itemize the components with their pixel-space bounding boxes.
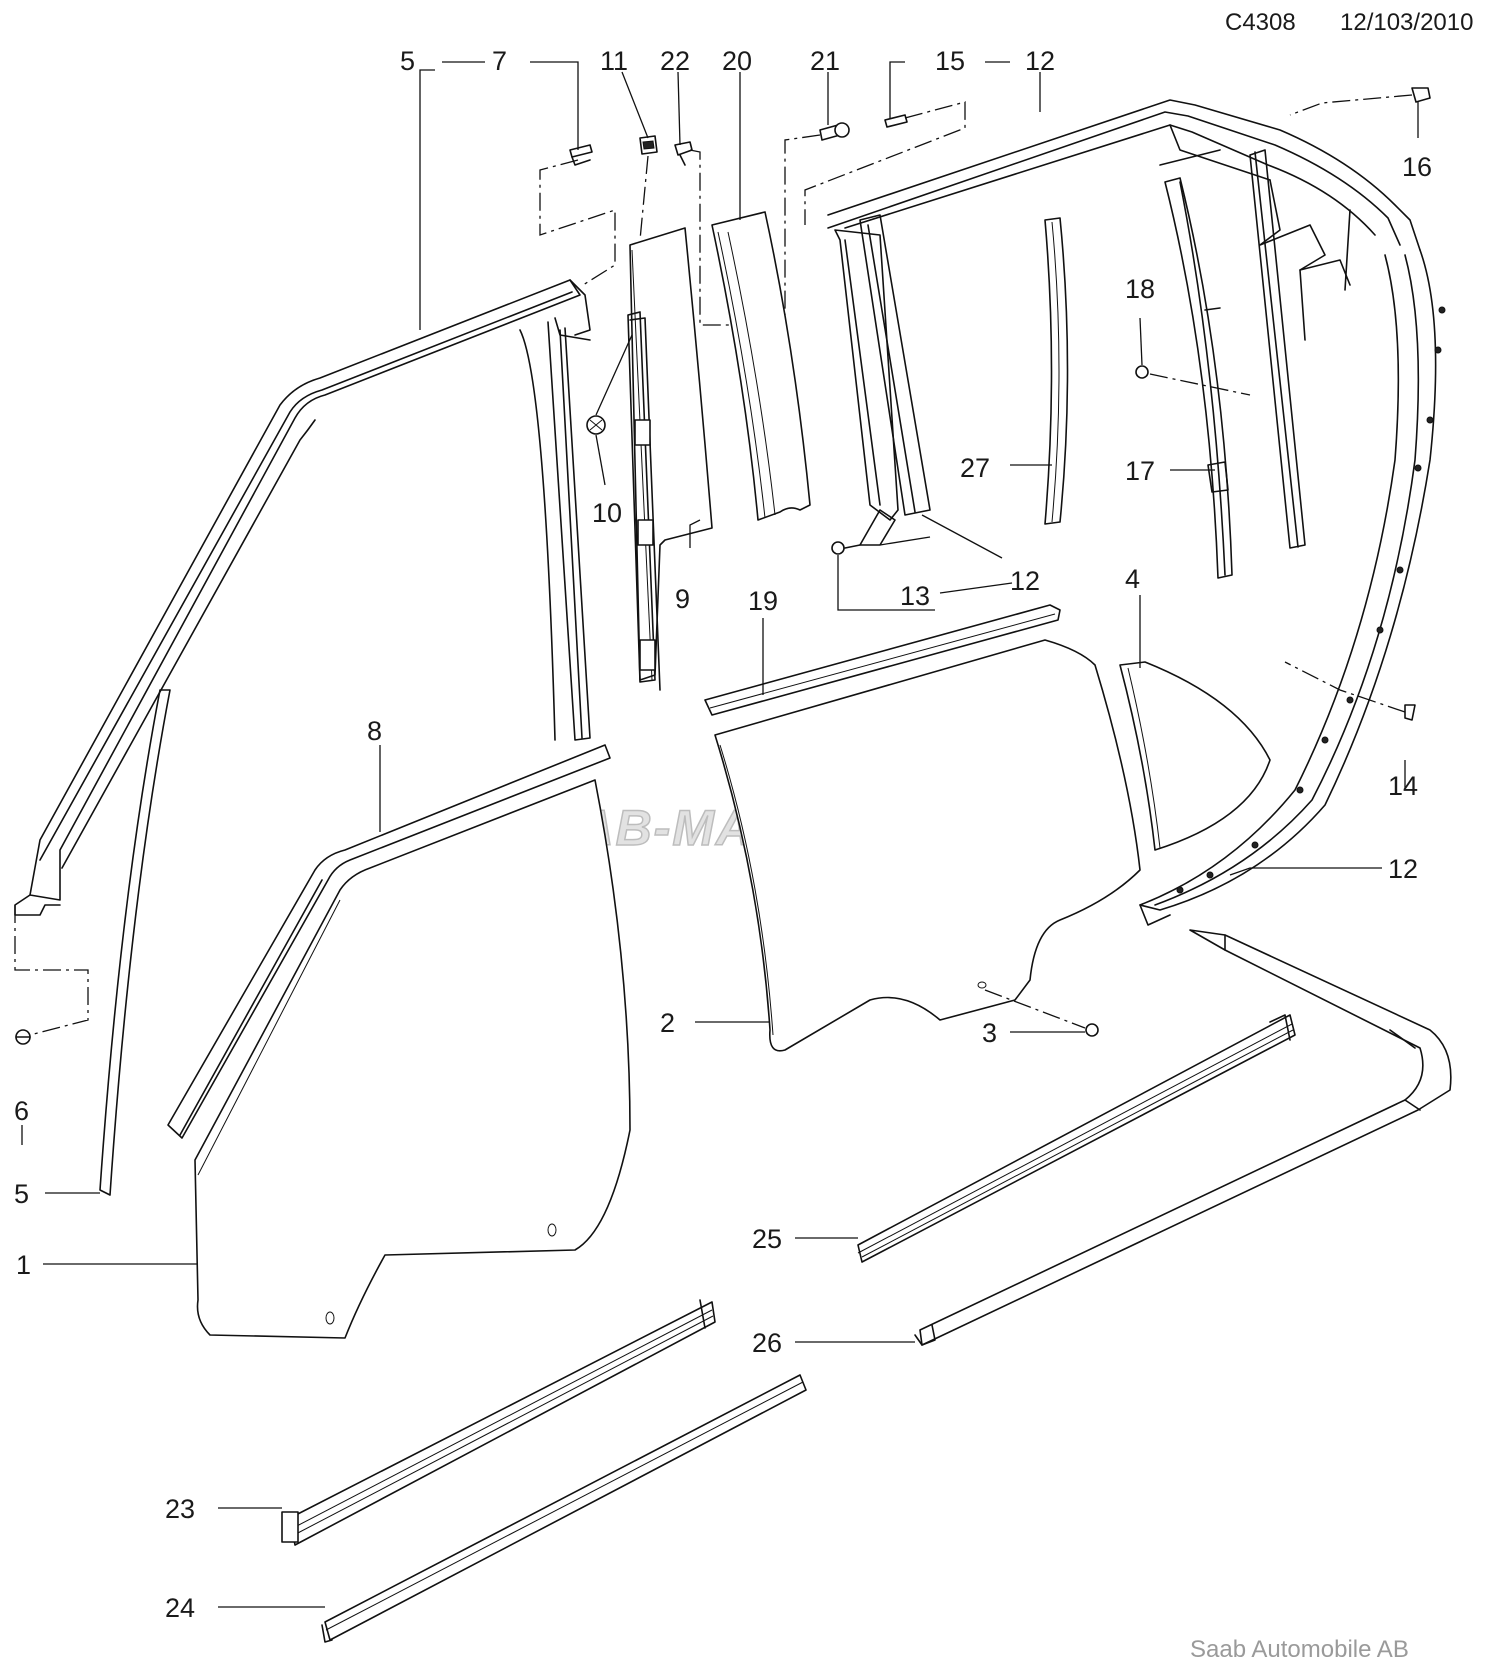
part-9-b-pillar-trim (629, 227, 713, 681)
callout-12-top: 12 (1025, 46, 1055, 76)
part-13-clip (831, 509, 931, 555)
callout-2: 2 (660, 1008, 675, 1038)
part-5-front-door-frame-seal (14, 279, 591, 1196)
part-11-clip (639, 135, 658, 241)
part-25-rear-belt-molding (857, 1014, 1296, 1263)
callout-11: 11 (600, 46, 628, 76)
diagram-date: 12/103/2010 (1340, 9, 1473, 36)
callout-4: 4 (1125, 564, 1140, 594)
part-2-rear-door-glass (714, 639, 1141, 1052)
part-22-clip (674, 141, 740, 326)
callout-numbers: 5 7 11 22 20 21 15 12 16 18 27 17 10 12 … (14, 46, 1432, 1623)
callout-14: 14 (1388, 771, 1418, 801)
callout-3: 3 (982, 1018, 997, 1048)
callout-17: 17 (1125, 456, 1155, 486)
callout-25: 25 (752, 1224, 782, 1254)
callout-5-bottom: 5 (14, 1179, 29, 1209)
callout-23: 23 (165, 1494, 195, 1524)
callout-1: 1 (16, 1250, 31, 1280)
callout-5-top: 5 (400, 46, 415, 76)
part-3-bolt (984, 989, 1099, 1037)
footer-text: Saab Automobile AB (1190, 1636, 1409, 1663)
part-7-clip (539, 144, 616, 286)
callout-27: 27 (960, 453, 990, 483)
callout-18: 18 (1125, 274, 1155, 304)
part-16-clip (1289, 87, 1431, 116)
part-12-rear-door-frame-seal (827, 99, 1446, 926)
part-4-quarter-glass (1119, 661, 1271, 851)
part-27-weatherstrip (1044, 217, 1069, 525)
leader-lines (21, 61, 1419, 1608)
callout-9: 9 (675, 584, 690, 614)
callout-16: 16 (1402, 152, 1432, 182)
callout-21: 21 (810, 46, 840, 76)
callout-19: 19 (748, 586, 778, 616)
part-14-clip (1284, 661, 1416, 721)
part-24-front-lower-seal (321, 1374, 807, 1643)
part-21-clip (784, 122, 850, 315)
part-26-lower-seal (914, 929, 1452, 1346)
part-6-clip (14, 905, 89, 1045)
callout-22: 22 (660, 46, 690, 76)
part-18-screw (1135, 365, 1251, 396)
callout-26: 26 (752, 1328, 782, 1358)
part-23-front-belt-molding (281, 1299, 716, 1546)
part-10-bracket-and-screw (586, 311, 661, 691)
part-17-channel (1164, 177, 1233, 579)
callout-6: 6 (14, 1096, 29, 1126)
callout-10: 10 (592, 498, 622, 528)
callout-12-right: 12 (1388, 854, 1418, 884)
callout-12-middle: 12 (1010, 566, 1040, 596)
callout-15: 15 (935, 46, 965, 76)
callout-8: 8 (367, 716, 382, 746)
callout-24: 24 (165, 1593, 195, 1623)
part-8-front-window-channel (167, 744, 611, 1139)
callout-13: 13 (900, 581, 930, 611)
diagram-code: C4308 (1225, 9, 1296, 36)
part-1-front-door-glass (194, 779, 631, 1339)
part-19-window-channel-rear (704, 604, 1061, 716)
callout-7: 7 (492, 46, 507, 76)
part-15-clip (804, 101, 966, 225)
part-20-pillar-trim (711, 211, 811, 521)
callout-20: 20 (722, 46, 752, 76)
